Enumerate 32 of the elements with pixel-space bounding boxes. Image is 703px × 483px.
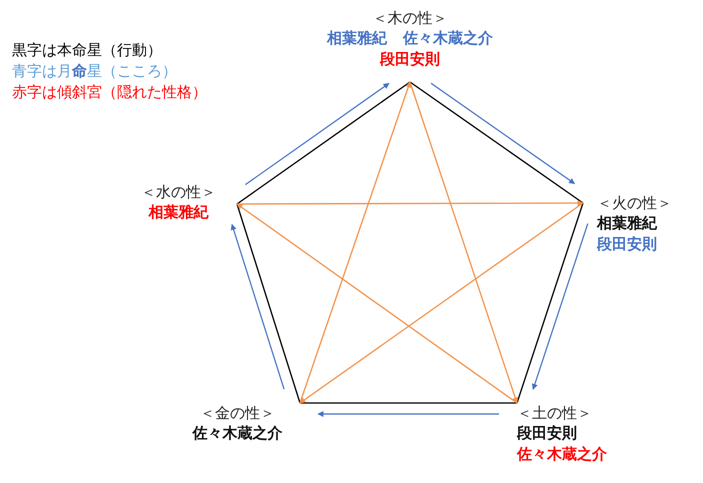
- legend-text: 黒字は本命星（行動）: [12, 40, 163, 61]
- element-heading: ＜火の性＞: [597, 193, 672, 213]
- person-name: 相葉雅紀: [327, 28, 387, 49]
- person-name: 段田安則: [380, 49, 440, 70]
- element-heading: ＜水の性＞: [141, 182, 216, 202]
- connector-line: [410, 81, 584, 204]
- connector-line: [516, 202, 584, 404]
- arrow: [237, 200, 584, 206]
- person-name: 段田安則: [517, 423, 577, 444]
- arrow: [245, 82, 390, 186]
- arrow: [317, 411, 499, 417]
- person-name: 相葉雅紀: [148, 202, 208, 223]
- arrow: [532, 223, 588, 390]
- element-heading: ＜金の性＞: [200, 403, 275, 423]
- person-name: 佐々木蔵之介: [403, 28, 493, 49]
- arrow: [300, 202, 584, 404]
- arrow: [299, 81, 412, 404]
- legend-text: 赤字は傾斜宮（隠れた性格）: [12, 82, 207, 103]
- arrow: [236, 203, 518, 404]
- element-heading: ＜土の性＞: [517, 403, 592, 423]
- arrow: [430, 82, 576, 184]
- element-heading: ＜木の性＞: [372, 8, 448, 28]
- connector-line: [236, 204, 301, 404]
- person-name: 相葉雅紀: [597, 213, 657, 234]
- arrow: [409, 82, 518, 404]
- connector-line: [236, 81, 410, 205]
- connector-line: [300, 402, 517, 404]
- person-name: 佐々木蔵之介: [517, 444, 607, 465]
- person-name: 佐々木蔵之介: [192, 423, 282, 444]
- person-name: 段田安則: [597, 234, 657, 255]
- arrow: [230, 224, 285, 390]
- legend-text: 青字は月命星（こころ）: [12, 61, 178, 82]
